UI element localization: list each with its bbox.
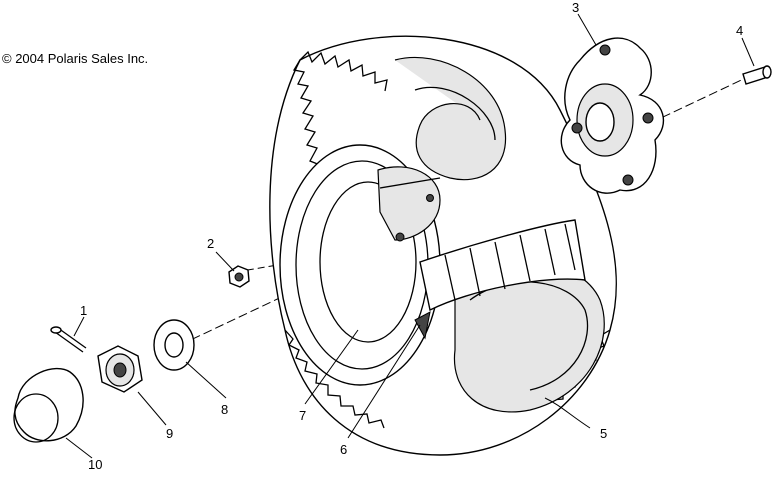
callout-8: 8: [221, 402, 228, 417]
wheel-rim: [279, 144, 441, 386]
leader-line-8: [185, 361, 227, 399]
wheel-stud-bolt: [742, 65, 772, 85]
hub: [560, 37, 665, 194]
callout-3: 3: [572, 0, 579, 15]
callout-9: 9: [166, 426, 173, 441]
wheel-stud: [395, 232, 405, 242]
leader-line-9: [137, 391, 167, 426]
leader-line-7: [304, 329, 359, 405]
leader-line-6: [347, 324, 421, 439]
callout-5: 5: [600, 426, 607, 441]
leader-line-1: [73, 316, 85, 337]
leader-line-5: [544, 397, 591, 429]
callout-6: 6: [340, 442, 347, 457]
rim-section-cutaway: [414, 219, 586, 340]
leader-line-2: [215, 251, 235, 272]
copyright-text: © 2004 Polaris Sales Inc.: [2, 51, 148, 66]
hub-bolt-hole: [642, 112, 654, 124]
leader-line-4: [741, 37, 755, 67]
leader-line-3: [577, 13, 597, 46]
cotter-pin: [50, 326, 87, 353]
callout-1: 1: [80, 303, 87, 318]
hub-bolt-hole: [571, 122, 583, 134]
callout-2: 2: [207, 236, 214, 251]
hub-bolt-hole: [622, 174, 634, 186]
wheel-stud: [426, 194, 434, 202]
lug-nut: [228, 265, 250, 288]
callout-7: 7: [299, 408, 306, 423]
washer: [153, 319, 195, 371]
callout-4: 4: [736, 23, 743, 38]
valve-stem: [414, 311, 431, 340]
hub-bolt-hole: [599, 44, 611, 56]
leader-line-10: [65, 437, 93, 459]
castle-nut: [97, 345, 143, 393]
dust-cap: [13, 367, 84, 443]
callout-10: 10: [88, 457, 102, 472]
